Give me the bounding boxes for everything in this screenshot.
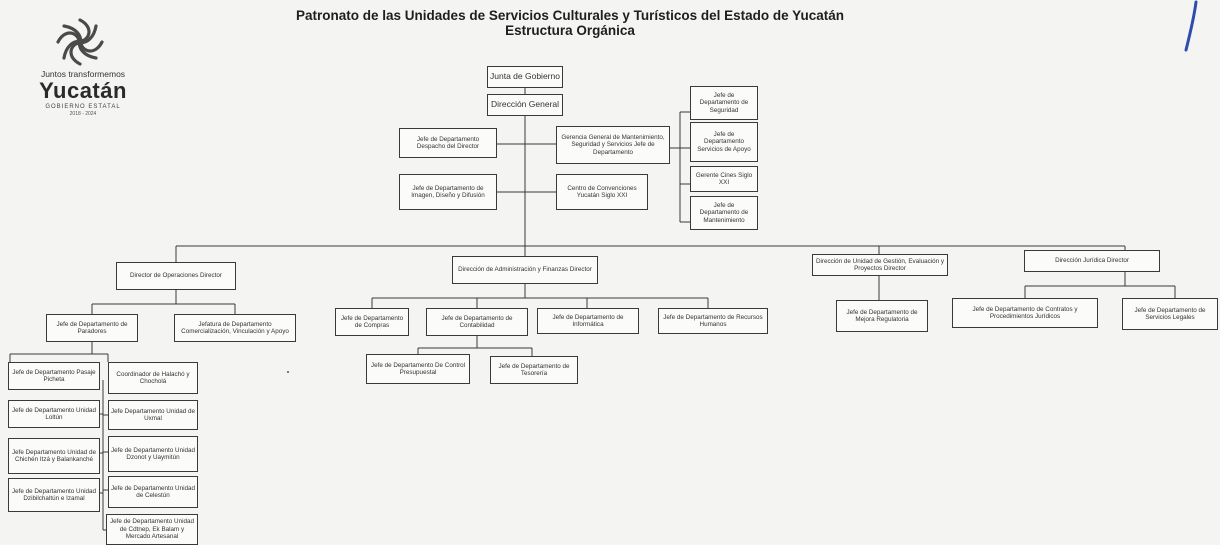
unidad-uxmal-box: Jefe Departamento Unidad de Uxmal <box>108 400 198 430</box>
informatica-box: Jefe de Departamento de Informática <box>537 308 639 334</box>
cines-siglo-xxi-box: Gerente Cines Siglo XXI <box>690 166 758 192</box>
paradores-box: Jefe de Departamento de Paradores <box>46 314 138 342</box>
despacho-director-box: Jefe de Departamento Despacho del Direct… <box>399 128 497 158</box>
servicios-legales-box: Jefe de Departamento de Servicios Legale… <box>1122 298 1218 330</box>
administracion-finanzas-box: Dirección de Administración y Finanzas D… <box>452 256 598 284</box>
junta-de-gobierno-box: Junta de Gobierno <box>487 66 563 88</box>
unidad-chichen-box: Jefe Departamento Unidad de Chichén Itzá… <box>8 438 100 474</box>
tesoreria-box: Jefe de Departamento de Tesorería <box>490 356 578 384</box>
direccion-general-box: Dirección General <box>487 94 563 116</box>
mantenimiento-box: Jefe de Departamento de Mantenimiento <box>690 196 758 230</box>
comercializacion-box: Jefatura de Departamento Comercializació… <box>174 314 296 342</box>
logo-years: 2018 - 2024 <box>69 111 97 117</box>
title-line-2: Estructura Orgánica <box>505 23 635 38</box>
gestion-evaluacion-box: Dirección de Unidad de Gestión, Evaluaci… <box>812 254 948 276</box>
contratos-juridicos-box: Jefe de Departamento de Contratos y Proc… <box>952 298 1098 328</box>
logo-tagline: Juntos transformemos <box>40 69 126 79</box>
seguridad-box: Jefe de Departamento de Seguridad <box>690 86 758 120</box>
compras-box: Jefe de Departamento de Compras <box>335 308 409 336</box>
centro-convenciones-box: Centro de Convenciones Yucatán Siglo XXI <box>556 174 648 210</box>
logo-wordmark: Yucatán <box>39 78 127 103</box>
logo-subtitle: GOBIERNO ESTATAL <box>45 104 121 110</box>
contabilidad-box: Jefe de Departamento de Contabilidad <box>426 308 528 336</box>
unidad-dzonot-box: Jefe de Departamento Unidad Dzonot y Uay… <box>108 436 198 472</box>
mejora-regulatoria-box: Jefe de Departamento de Mejora Regulator… <box>836 300 928 332</box>
pasaje-picheta-box: Jefe de Departamento Pasaje Picheta <box>8 362 100 390</box>
imagen-diseno-box: Jefe de Departamento de Imagen, Diseño y… <box>399 174 497 210</box>
page-title: Patronato de las Unidades de Servicios C… <box>220 8 920 38</box>
halacho-chochola-box: Coordinador de Halachó y Chocholá <box>108 362 198 394</box>
scan-speck <box>287 371 289 373</box>
unidad-loltun-box: Jefe de Departamento Unidad Loltún <box>8 400 100 428</box>
direccion-juridica-box: Dirección Jurídica Director <box>1024 250 1160 272</box>
unidad-dzibilchaltun-box: Jefe de Departamento Unidad Dzibilchaltú… <box>8 478 100 512</box>
operaciones-box: Director de Operaciones Director <box>116 262 236 290</box>
servicios-apoyo-box: Jefe de Departamento Servicios de Apoyo <box>690 122 758 162</box>
recursos-humanos-box: Jefe de Departamento de Recursos Humanos <box>658 308 768 334</box>
control-presupuestal-box: Jefe de Departamento De Control Presupue… <box>366 354 470 384</box>
unidad-ek-balam-box: Jefe de Departamento Unidad de Cdtnep, E… <box>106 514 198 545</box>
unidad-celestun-box: Jefe de Departamento Unidad de Celestún <box>108 476 198 508</box>
pen-stroke-mark <box>1184 0 1198 52</box>
title-line-1: Patronato de las Unidades de Servicios C… <box>296 8 844 23</box>
logo-knot-icon <box>56 18 104 66</box>
gerencia-general-box: Gerencia General de Mantenimiento, Segur… <box>556 126 670 164</box>
